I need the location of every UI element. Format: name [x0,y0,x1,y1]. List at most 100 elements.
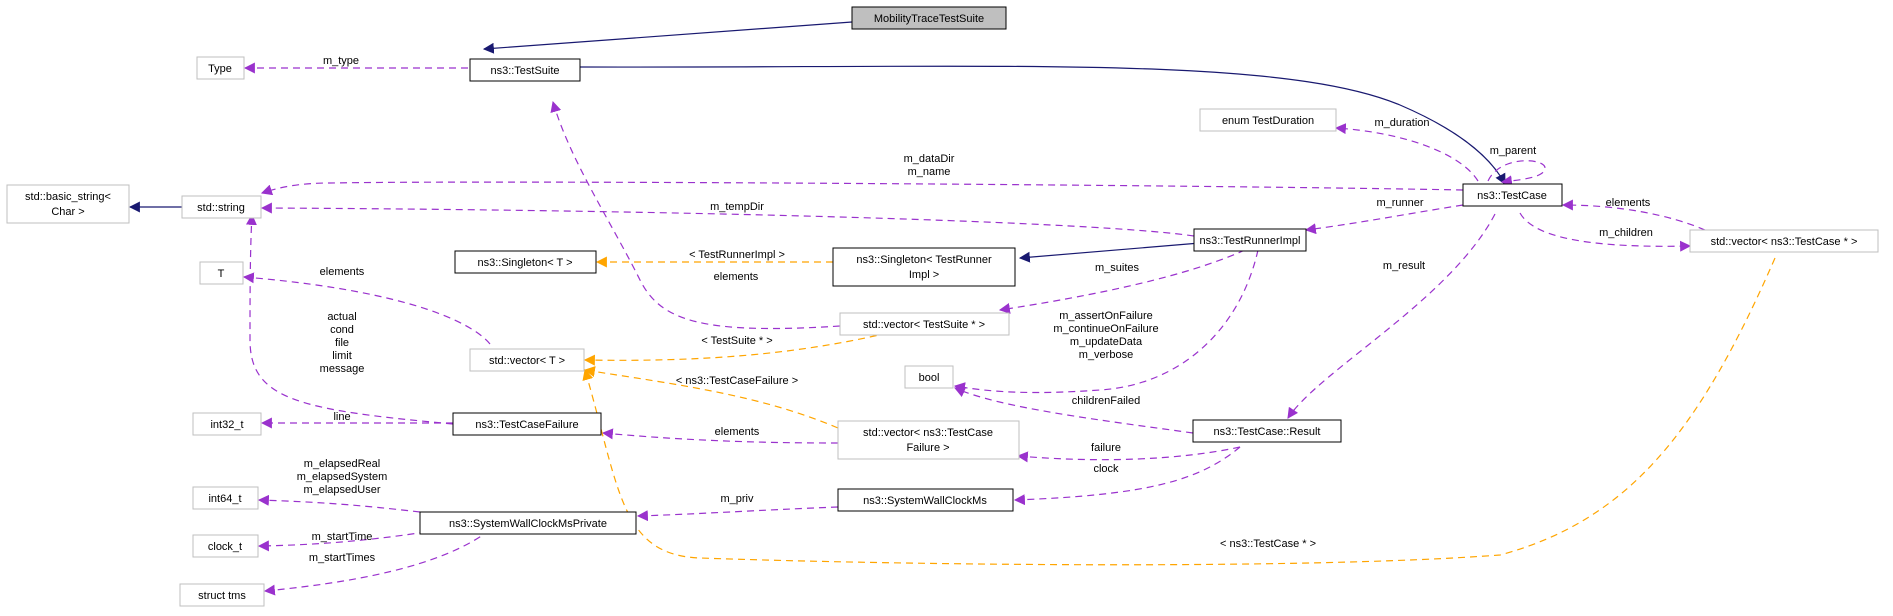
label-tpl-failure: < ns3::TestCaseFailure > [676,375,798,387]
edge-m-starttimes [263,529,491,596]
edge-m-suites [998,249,1246,314]
edge-elements-testcase [1561,199,1706,231]
node-basic-string[interactable]: std::basic_string< Char > [6,184,130,224]
label-m-starttime: m_startTime [312,531,373,543]
node-vector-testcasefailure[interactable]: std::vector< ns3::TestCase Failure > [837,420,1020,460]
node-system-wall-clock-ms[interactable]: ns3::SystemWallClockMs [837,488,1014,512]
edge-elements-failure [601,428,839,444]
node-label: int64_t [208,493,241,505]
edge-m-elapsed [257,494,421,513]
edge-tpl-failure [583,366,839,429]
label-m-duration: m_duration [1374,117,1429,129]
node-label: std::vector< ns3::TestCase * > [1711,236,1858,248]
node-label: int32_t [210,419,243,431]
node-int32[interactable]: int32_t [192,412,262,436]
node-type[interactable]: Type [196,56,245,80]
node-clock-t[interactable]: clock_t [192,534,259,558]
label-elapsed-1: m_elapsedReal [304,458,380,470]
node-label: ns3::TestCase [1477,190,1547,202]
node-label-line-1: ns3::Singleton< TestRunner [856,254,992,266]
node-test-case[interactable]: ns3::TestCase [1462,183,1563,207]
label-m-children: m_children [1599,227,1653,239]
label-clock: clock [1093,463,1119,475]
node-system-wall-clock-ms-private[interactable]: ns3::SystemWallClockMsPrivate [419,511,637,535]
label-elapsed-3: m_elapsedUser [303,484,380,496]
node-label: clock_t [208,541,242,553]
edge-result-bools [953,249,1259,394]
node-label: enum TestDuration [1222,115,1314,127]
node-bool[interactable]: bool [904,365,954,389]
node-vector-T[interactable]: std::vector< T > [469,348,585,372]
node-label: T [218,268,225,280]
label-elements-testsuite: elements [714,271,759,283]
edge-m-priv [636,506,839,522]
label-tpl-testcase: < ns3::TestCase * > [1220,538,1316,550]
edge-m-datadir [260,181,1464,196]
edge-m-duration [1334,123,1479,182]
label-failure: failure [1091,442,1121,454]
label-failure-string-4: limit [332,350,352,362]
node-label: ns3::TestCaseFailure [475,419,578,431]
label-elements-T: elements [320,266,365,278]
label-m-tempdir: m_tempDir [710,201,764,213]
label-m-result: m_result [1383,260,1425,272]
label-failure-string-5: message [320,363,365,375]
node-label: ns3::TestSuite [490,65,559,77]
edge-elements-testsuite [550,100,841,330]
label-failure-string-1: actual [327,311,356,323]
node-label: ns3::TestCase::Result [1214,426,1321,438]
node-std-string[interactable]: std::string [181,195,262,219]
label-m-priv: m_priv [720,493,754,505]
node-label: ns3::TestRunnerImpl [1200,235,1301,247]
node-test-case-failure[interactable]: ns3::TestCaseFailure [452,412,602,436]
node-vector-testsuite[interactable]: std::vector< TestSuite * > [839,312,1010,336]
node-label-line-2: Impl > [909,269,939,281]
label-result-bool-1: m_assertOnFailure [1059,310,1153,322]
node-singleton-T[interactable]: ns3::Singleton< T > [454,250,597,274]
edge-tpl-testsuite [583,329,901,366]
node-label: ns3::SystemWallClockMs [863,495,987,507]
node-label: MobilityTraceTestSuite [874,13,984,25]
label-m-starttimes: m_startTimes [309,552,376,564]
node-label: ns3::Singleton< T > [478,257,573,269]
node-label-line-2: Char > [51,206,84,218]
label-m-runner: m_runner [1376,197,1423,209]
label-line: line [333,411,350,423]
edge-elements-T [242,272,491,345]
edge-children-failed [953,386,1194,434]
node-label-line-2: Failure > [906,442,949,454]
node-label: std::string [197,202,245,214]
label-elements-failure: elements [715,426,760,438]
label-result-bool-4: m_verbose [1079,349,1133,361]
edge-m-children [1519,212,1692,252]
label-children-failed: childrenFailed [1072,395,1140,407]
node-label-line-1: std::basic_string< [25,191,111,203]
label-result-bool-2: m_continueOnFailure [1053,323,1158,335]
edge-failure [1016,446,1241,463]
node-test-runner-impl[interactable]: ns3::TestRunnerImpl [1193,228,1307,252]
node-test-duration[interactable]: enum TestDuration [1199,108,1337,132]
label-m-datadir-1: m_dataDir [904,153,955,165]
label-m-parent: m_parent [1490,145,1536,157]
node-test-case-result[interactable]: ns3::TestCase::Result [1192,419,1342,443]
node-T[interactable]: T [199,261,244,285]
node-int64[interactable]: int64_t [192,486,259,510]
node-singleton-testrunnerimpl[interactable]: ns3::Singleton< TestRunner Impl > [832,247,1016,287]
node-mobility-trace-test-suite[interactable]: MobilityTraceTestSuite [851,6,1007,30]
edge-clock [1013,446,1241,506]
node-struct-tms[interactable]: struct tms [179,583,265,607]
edge-testsuite-inherits-testcase [579,65,1506,185]
edge-failure-strings [245,213,454,425]
node-label: struct tms [198,590,246,602]
label-elements-testcase: elements [1606,197,1651,209]
label-tpl-testsuite: < TestSuite * > [701,335,772,347]
edge-tpl-testcase [582,257,1776,566]
node-label: std::vector< T > [489,355,565,367]
node-label: Type [208,63,232,75]
edge-singletonrunner-inherits-singleton [1018,242,1201,263]
node-test-suite[interactable]: ns3::TestSuite [469,58,581,82]
label-m-datadir-2: m_name [908,166,951,178]
label-result-bool-3: m_updateData [1070,336,1143,348]
node-vector-testcase[interactable]: std::vector< ns3::TestCase * > [1689,229,1879,253]
